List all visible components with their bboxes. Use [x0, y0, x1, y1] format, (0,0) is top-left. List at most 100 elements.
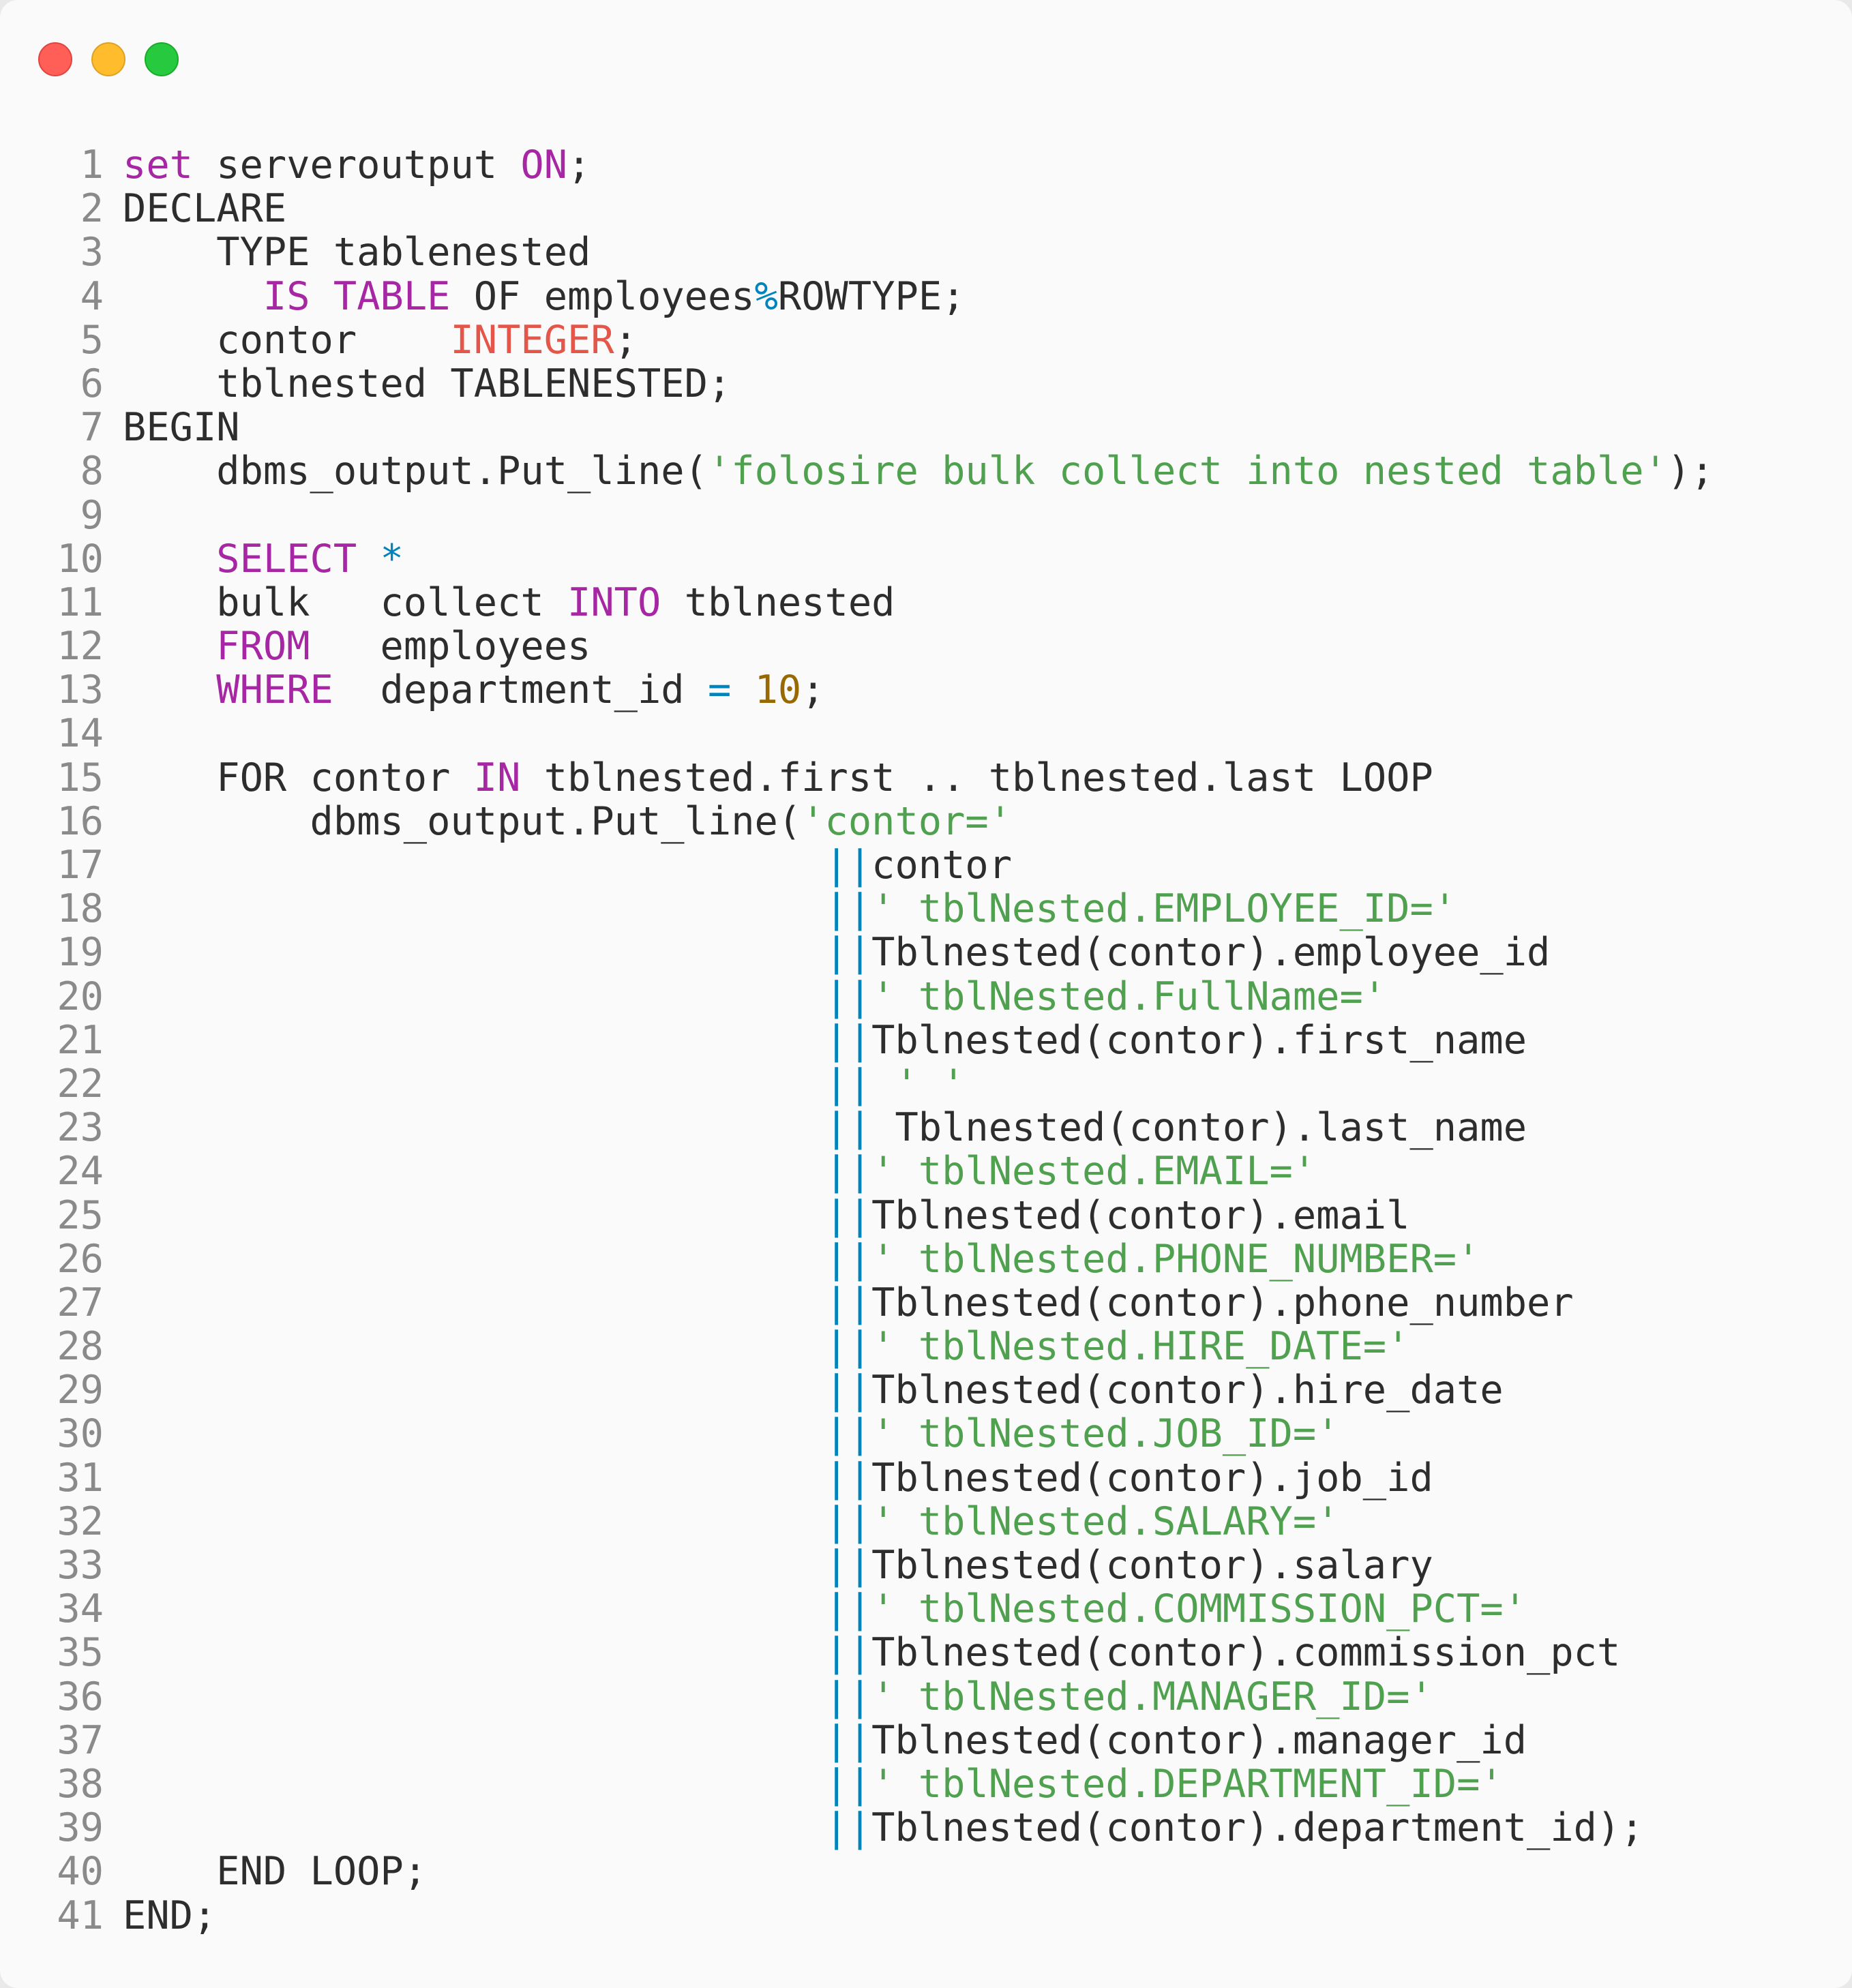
- code-token: Tblnested(contor).job_id: [871, 1455, 1433, 1501]
- line-number: 10: [57, 536, 104, 582]
- line-number: 9: [80, 492, 104, 538]
- code-token: [123, 1762, 825, 1807]
- line-content: ||' tblNested.COMMISSION_PCT=': [123, 1587, 1527, 1631]
- code-token: 'contor=': [801, 798, 1013, 844]
- code-token: ||: [824, 1455, 872, 1501]
- line-content: END LOOP;: [123, 1850, 427, 1893]
- code-line: 6 tblnested TABLENESTED;: [0, 362, 1852, 406]
- line-content: bulk collect INTO tblnested: [123, 581, 895, 624]
- line-number: 7: [80, 405, 104, 451]
- code-line: 10 SELECT *: [0, 536, 1852, 582]
- code-line: 20 ||' tblNested.FullName=': [0, 974, 1852, 1019]
- line-number: 3: [80, 230, 104, 275]
- line-content: || ' ': [123, 1061, 966, 1106]
- code-token: ||: [824, 1411, 872, 1457]
- code-token: END LOOP;: [123, 1849, 428, 1895]
- code-token: employees: [310, 624, 591, 669]
- line-content: ||Tblnested(contor).hire_date: [123, 1368, 1504, 1412]
- code-token: ROWTYPE;: [777, 273, 966, 319]
- minimize-button[interactable]: [91, 42, 125, 76]
- code-token: ||: [824, 1192, 872, 1238]
- code-line: 38 ||' tblNested.DEPARTMENT_ID=': [0, 1762, 1852, 1806]
- line-content: SELECT *: [123, 537, 404, 581]
- line-number: 17: [57, 843, 104, 888]
- code-token: Tblnested(contor).email: [871, 1192, 1410, 1238]
- code-token: ||: [824, 1149, 872, 1194]
- code-line: 30 ||' tblNested.JOB_ID=': [0, 1412, 1852, 1456]
- code-token: dbms_output.Put_line(: [123, 798, 802, 844]
- code-token: ||: [824, 1630, 872, 1676]
- line-content: ||' tblNested.PHONE_NUMBER=': [123, 1237, 1480, 1281]
- code-token: [123, 667, 216, 712]
- line-number: 39: [57, 1805, 104, 1851]
- line-number: 14: [57, 711, 104, 757]
- code-line: 3 TYPE tablenested: [0, 230, 1852, 274]
- line-number: 29: [57, 1368, 104, 1413]
- line-number: 23: [57, 1105, 104, 1151]
- line-number: 20: [57, 974, 104, 1019]
- code-line: 4 IS TABLE OF employees%ROWTYPE;: [0, 273, 1852, 319]
- code-line: 26 ||' tblNested.PHONE_NUMBER=': [0, 1237, 1852, 1281]
- code-token: [123, 1630, 825, 1675]
- code-line: 15 FOR contor IN tblnested.first .. tbln…: [0, 755, 1852, 800]
- code-token: [357, 537, 380, 582]
- code-token: tblnested.first .. tblnested.last LOOP: [520, 755, 1433, 800]
- code-token: =: [707, 667, 732, 713]
- code-line: 23 || Tblnested(contor).last_name: [0, 1106, 1852, 1149]
- code-line: 32 ||' tblNested.SALARY=': [0, 1500, 1852, 1543]
- line-number: 12: [57, 624, 104, 669]
- code-token: Tblnested(contor).last_name: [871, 1105, 1527, 1151]
- line-content: dbms_output.Put_line('folosire bulk coll…: [123, 449, 1714, 493]
- line-number: 22: [57, 1061, 104, 1106]
- code-token: TABLE: [333, 273, 451, 319]
- line-content: ||' tblNested.EMAIL=': [123, 1149, 1317, 1194]
- code-line: 19 ||Tblnested(contor).employee_id: [0, 931, 1852, 974]
- line-content: ||Tblnested(contor).commission_pct: [123, 1630, 1621, 1676]
- code-token: [123, 1324, 825, 1369]
- code-token: ||: [824, 974, 872, 1019]
- code-line: 5 contor INTEGER;: [0, 318, 1852, 362]
- line-content: ||Tblnested(contor).phone_number: [123, 1281, 1574, 1325]
- code-token: ' ': [895, 1061, 966, 1106]
- code-token: Tblnested(contor).phone_number: [871, 1280, 1574, 1325]
- code-token: WHERE: [216, 667, 333, 713]
- code-token: department_id: [333, 667, 708, 713]
- code-token: %: [754, 273, 778, 319]
- line-number: 33: [57, 1543, 104, 1588]
- code-token: [123, 1674, 825, 1719]
- code-token: [123, 1718, 825, 1763]
- code-token: bulk collect: [123, 579, 568, 625]
- code-token: ||: [824, 843, 872, 888]
- code-token: ||: [824, 1498, 872, 1544]
- maximize-button[interactable]: [145, 42, 179, 76]
- line-number: 35: [57, 1630, 104, 1676]
- code-token: ||: [824, 1324, 872, 1370]
- code-token: [123, 1193, 825, 1238]
- code-token: ' tblNested.PHONE_NUMBER=': [871, 1236, 1480, 1282]
- line-number: 19: [57, 930, 104, 976]
- code-token: [123, 1105, 825, 1150]
- code-token: [123, 1586, 825, 1631]
- code-token: 'folosire bulk collect into nested table…: [707, 449, 1667, 494]
- close-button[interactable]: [38, 42, 72, 76]
- code-line: 11 bulk collect INTO tblnested: [0, 581, 1852, 624]
- code-line: 22 || ' ': [0, 1062, 1852, 1106]
- line-content: ||contor: [123, 843, 1013, 888]
- line-content: ||' tblNested.HIRE_DATE=': [123, 1324, 1410, 1370]
- line-number: 15: [57, 755, 104, 800]
- code-line: 33 ||Tblnested(contor).salary: [0, 1543, 1852, 1587]
- code-line: 40 END LOOP;: [0, 1850, 1852, 1893]
- line-content: contor INTEGER;: [123, 318, 638, 362]
- line-number: 37: [57, 1717, 104, 1763]
- code-token: [123, 1499, 825, 1544]
- line-content: DECLARE: [123, 187, 286, 230]
- code-token: INTO: [567, 579, 661, 625]
- line-content: ||' tblNested.DEPARTMENT_ID=': [123, 1762, 1504, 1806]
- code-token: DECLARE: [123, 186, 287, 232]
- code-token: ' tblNested.MANAGER_ID=': [871, 1674, 1433, 1719]
- code-line: 16 dbms_output.Put_line('contor=': [0, 800, 1852, 843]
- line-content: ||Tblnested(contor).salary: [123, 1543, 1433, 1587]
- code-line: 37 ||Tblnested(contor).manager_id: [0, 1719, 1852, 1762]
